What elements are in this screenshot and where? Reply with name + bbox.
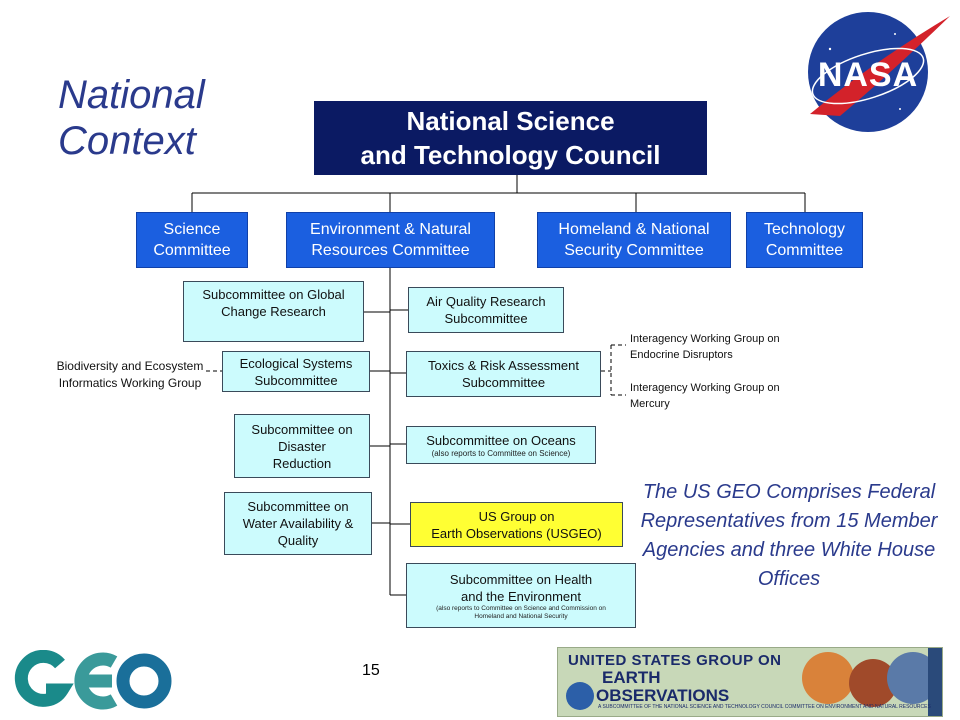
health-environment-subcommittee: Subcommittee on Health and the Environme… — [406, 563, 636, 628]
nstc-box: National Science and Technology Council — [314, 101, 707, 175]
banner-line2: EARTH — [602, 668, 661, 687]
geo-logo-icon — [14, 650, 172, 710]
homeland-committee-box: Homeland & National Security Committee — [537, 212, 731, 268]
oceans-label: Subcommittee on Oceans — [426, 432, 576, 448]
earth-images-icon — [566, 648, 942, 716]
air-quality-label: Air Quality Research Subcommittee — [426, 294, 546, 326]
ecological-systems-subcommittee: Ecological Systems Subcommittee — [222, 351, 370, 392]
disaster-label: Subcommittee on Disaster Reduction — [251, 421, 353, 471]
nasa-logo-icon: NASA — [808, 12, 950, 132]
water-availability-subcommittee: Subcommittee on Water Availability & Qua… — [224, 492, 372, 555]
endocrine-working-group: Interagency Working Group on Endocrine D… — [630, 333, 780, 361]
air-quality-subcommittee: Air Quality Research Subcommittee — [408, 287, 564, 333]
usgeo-subcommittee: US Group on Earth Observations (USGEO) — [410, 502, 623, 547]
oceans-subcommittee: Subcommittee on Oceans (also reports to … — [406, 426, 596, 464]
banner-line1: UNITED STATES GROUP ON — [568, 652, 782, 669]
usgeo-banner-logo: UNITED STATES GROUP ON EARTH OBSERVATION… — [557, 647, 943, 717]
science-committee-box: Science Committee — [136, 212, 248, 268]
water-label: Subcommittee on Water Availability & Qua… — [242, 499, 354, 548]
slide-title: National Context — [58, 73, 205, 163]
toxics-label: Toxics & Risk Assessment Subcommittee — [428, 358, 579, 390]
disaster-reduction-subcommittee: Subcommittee on Disaster Reduction — [234, 414, 370, 478]
usgeo-statement: The US GEO Comprises Federal Representat… — [640, 481, 938, 590]
svg-text:NASA: NASA — [818, 56, 918, 94]
global-change-subcommittee: Subcommittee on Global Change Research — [183, 281, 364, 342]
technology-committee-box: Technology Committee — [746, 212, 863, 268]
environment-committee-box: Environment & Natural Resources Committe… — [286, 212, 495, 268]
banner-line3: OBSERVATIONS — [596, 686, 730, 705]
mercury-working-group: Interagency Working Group on Mercury — [630, 382, 780, 410]
health-label: Subcommittee on Health and the Environme… — [449, 571, 593, 604]
banner-line4: A SUBCOMMITTEE OF THE NATIONAL SCIENCE A… — [598, 704, 931, 710]
usgeo-label: US Group on Earth Observations (USGEO) — [431, 508, 602, 541]
health-note: (also reports to Committee on Science an… — [436, 604, 606, 620]
oceans-note: (also reports to Committee on Science) — [431, 448, 571, 458]
page-number: 15 — [362, 662, 380, 679]
biodiversity-working-group: Biodiversity and Ecosystem Informatics W… — [56, 359, 204, 390]
toxics-risk-subcommittee: Toxics & Risk Assessment Subcommittee — [406, 351, 601, 397]
global-change-label: Subcommittee on Global Change Research — [202, 287, 345, 319]
ecological-label: Ecological Systems Subcommittee — [239, 355, 353, 388]
